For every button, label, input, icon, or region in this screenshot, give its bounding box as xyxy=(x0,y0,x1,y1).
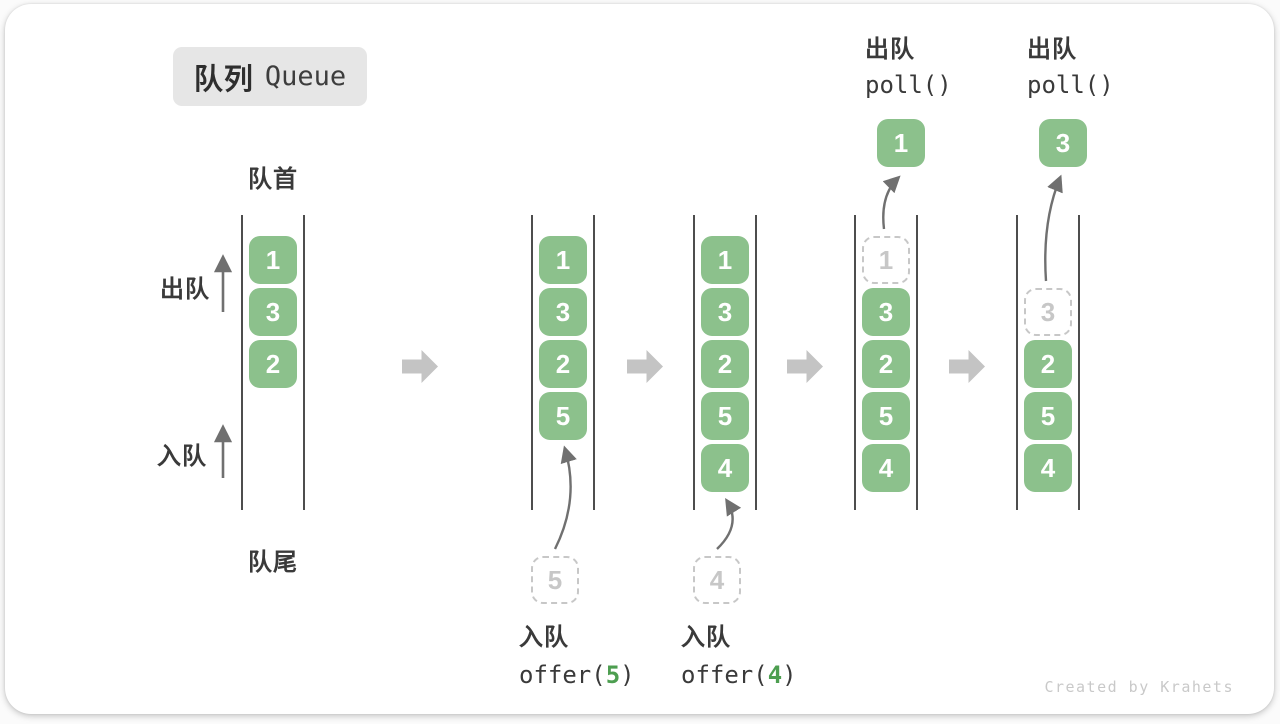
queue-item-box: 5 xyxy=(1024,392,1072,440)
code-pre: offer( xyxy=(519,661,606,689)
title-en: Queue xyxy=(264,61,347,92)
enqueue-op-code: offer(4) xyxy=(681,661,797,689)
queue-item-box: 3 xyxy=(701,288,749,336)
incoming-ghost-box: 5 xyxy=(531,556,579,604)
enqueue-curved-arrow xyxy=(716,497,742,550)
queue-wall-line xyxy=(303,215,305,510)
arrows-overlay xyxy=(213,174,1063,550)
transition-arrow-icon xyxy=(402,350,438,383)
queue-item-box: 5 xyxy=(862,392,910,440)
dequeued-ghost-box: 1 xyxy=(862,236,910,284)
queue-wall-line xyxy=(916,215,918,510)
queue-item-value: 5 xyxy=(717,400,733,431)
queue-item-box: 5 xyxy=(539,392,587,440)
queue-item-value: 2 xyxy=(878,348,894,379)
queue-item-box: 4 xyxy=(1024,444,1072,492)
queue-wall-line xyxy=(593,215,595,510)
queue-item-value: 1 xyxy=(717,244,733,275)
queue-item-value: 3 xyxy=(265,296,281,327)
queue-front-label: 队首 xyxy=(248,166,298,193)
queue-item-value: 1 xyxy=(555,244,571,275)
queue-item-box: 5 xyxy=(701,392,749,440)
enqueue-side-label: 入队 xyxy=(157,443,207,470)
dequeue-op-zh: 出队 xyxy=(865,36,915,63)
incoming-value: 5 xyxy=(547,564,563,595)
dequeue-op-code: poll() xyxy=(1027,71,1114,99)
queue-item-box: 2 xyxy=(249,340,297,388)
dequeued-ghost-box: 3 xyxy=(1024,288,1072,336)
dequeued-value: 1 xyxy=(893,127,909,158)
queue-item-box: 3 xyxy=(539,288,587,336)
queue-item-value: 3 xyxy=(878,296,894,327)
queue-item-value: 1 xyxy=(265,244,281,275)
title-zh: 队列 xyxy=(193,63,254,96)
dequeue-op-code: poll() xyxy=(865,71,952,99)
queue-wall-line xyxy=(241,215,243,510)
queue-wall-line xyxy=(1016,215,1018,510)
code-arg: 4 xyxy=(767,661,783,689)
queue-item-value: 2 xyxy=(555,348,571,379)
dequeued-item-box: 1 xyxy=(877,119,925,167)
incoming-ghost-box: 4 xyxy=(693,556,741,604)
enqueue-op-label: 入队 offer(4) xyxy=(681,617,797,689)
queue-rear-label: 队尾 xyxy=(248,549,298,576)
enqueue-op-zh: 入队 xyxy=(681,624,731,651)
queue-item-box: 1 xyxy=(249,236,297,284)
queue-item-value: 4 xyxy=(878,452,894,483)
queue-item-box: 4 xyxy=(862,444,910,492)
queue-item-value: 3 xyxy=(555,296,571,327)
queue-item-box: 3 xyxy=(249,288,297,336)
queue-item-value: 4 xyxy=(1040,452,1056,483)
queue-item-value: 5 xyxy=(878,400,894,431)
queue-item-box: 2 xyxy=(1024,340,1072,388)
queue-item-value: 5 xyxy=(1040,400,1056,431)
dequeue-op-zh: 出队 xyxy=(1027,36,1077,63)
dequeue-op-label: 出队 poll() xyxy=(1027,29,1114,99)
dequeued-item-box: 3 xyxy=(1039,119,1087,167)
code-post: ) xyxy=(620,661,635,689)
watermark: Created by Krahets xyxy=(1044,678,1234,696)
code-arg: 5 xyxy=(605,661,621,689)
queue-item-box: 4 xyxy=(701,444,749,492)
queue-item-box: 1 xyxy=(701,236,749,284)
dequeue-side-label: 出队 xyxy=(160,276,210,303)
queue-wall-line xyxy=(854,215,856,510)
incoming-value: 4 xyxy=(709,564,725,595)
enqueue-op-label: 入队 offer(5) xyxy=(519,617,635,689)
enqueue-op-code: offer(5) xyxy=(519,661,635,689)
dequeued-value: 3 xyxy=(1055,127,1071,158)
queue-item-box: 2 xyxy=(539,340,587,388)
queue-wall-line xyxy=(1078,215,1080,510)
queue-item-value: 2 xyxy=(265,348,281,379)
queue-wall-line xyxy=(531,215,533,510)
queue-item-value: 2 xyxy=(1040,348,1056,379)
queue-item-box: 2 xyxy=(862,340,910,388)
dequeue-curved-arrow xyxy=(882,175,901,230)
queue-item-box: 2 xyxy=(701,340,749,388)
enqueue-op-zh: 入队 xyxy=(519,624,569,651)
transition-arrow-icon xyxy=(627,350,663,383)
queue-item-box: 1 xyxy=(539,236,587,284)
dequeue-op-label: 出队 poll() xyxy=(865,29,952,99)
queue-item-value: 4 xyxy=(717,452,733,483)
code-pre: offer( xyxy=(681,661,768,689)
queue-item-value: 1 xyxy=(878,244,894,275)
queue-item-value: 3 xyxy=(1040,296,1056,327)
queue-item-box: 3 xyxy=(862,288,910,336)
queue-item-value: 3 xyxy=(717,296,733,327)
transition-arrow-icon xyxy=(949,350,985,383)
diagram-title: 队列 Queue xyxy=(173,47,367,106)
queue-item-value: 2 xyxy=(717,348,733,379)
enqueue-curved-arrow xyxy=(553,445,577,550)
queue-wall-line xyxy=(755,215,757,510)
transition-arrow-icon xyxy=(787,350,823,383)
dequeue-curved-arrow xyxy=(1044,174,1063,282)
queue-wall-line xyxy=(693,215,695,510)
code-post: ) xyxy=(782,661,797,689)
queue-item-value: 5 xyxy=(555,400,571,431)
